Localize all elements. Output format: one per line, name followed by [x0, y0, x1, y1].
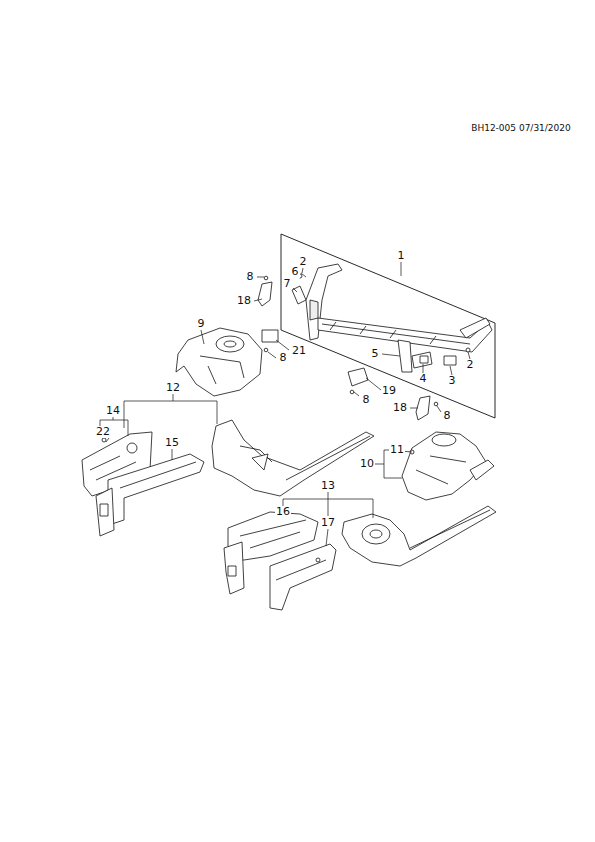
callout-number: 12	[165, 382, 181, 394]
callout-number: 2	[466, 359, 475, 371]
callout-number: 5	[371, 348, 380, 360]
callout-number: 3	[448, 375, 457, 387]
callout-number: 19	[381, 385, 397, 397]
callout-number: 7	[283, 278, 292, 290]
callout-number: 9	[197, 318, 206, 330]
callout-number: 4	[419, 373, 428, 385]
callout-number: 18	[392, 402, 408, 414]
callout-number: 13	[320, 480, 336, 492]
callout-number: 22	[95, 426, 111, 438]
callout-number: 8	[362, 394, 371, 406]
callout-number: 8	[443, 410, 452, 422]
drawing-code: BH12-005 07/31/2020	[470, 123, 572, 133]
callout-number: 1	[397, 250, 406, 262]
callout-number: 8	[246, 271, 255, 283]
callout-number: 21	[291, 345, 307, 357]
callout-number: 11	[389, 444, 405, 456]
callout-number: 8	[279, 352, 288, 364]
callout-number: 16	[275, 506, 291, 518]
callout-number: 14	[105, 405, 121, 417]
callout-number: 18	[236, 295, 252, 307]
callout-number: 15	[164, 437, 180, 449]
callout-number: 17	[320, 517, 336, 529]
callout-number: 6	[291, 266, 300, 278]
callout-number: 10	[359, 458, 375, 470]
callout-number: 2	[299, 256, 308, 268]
